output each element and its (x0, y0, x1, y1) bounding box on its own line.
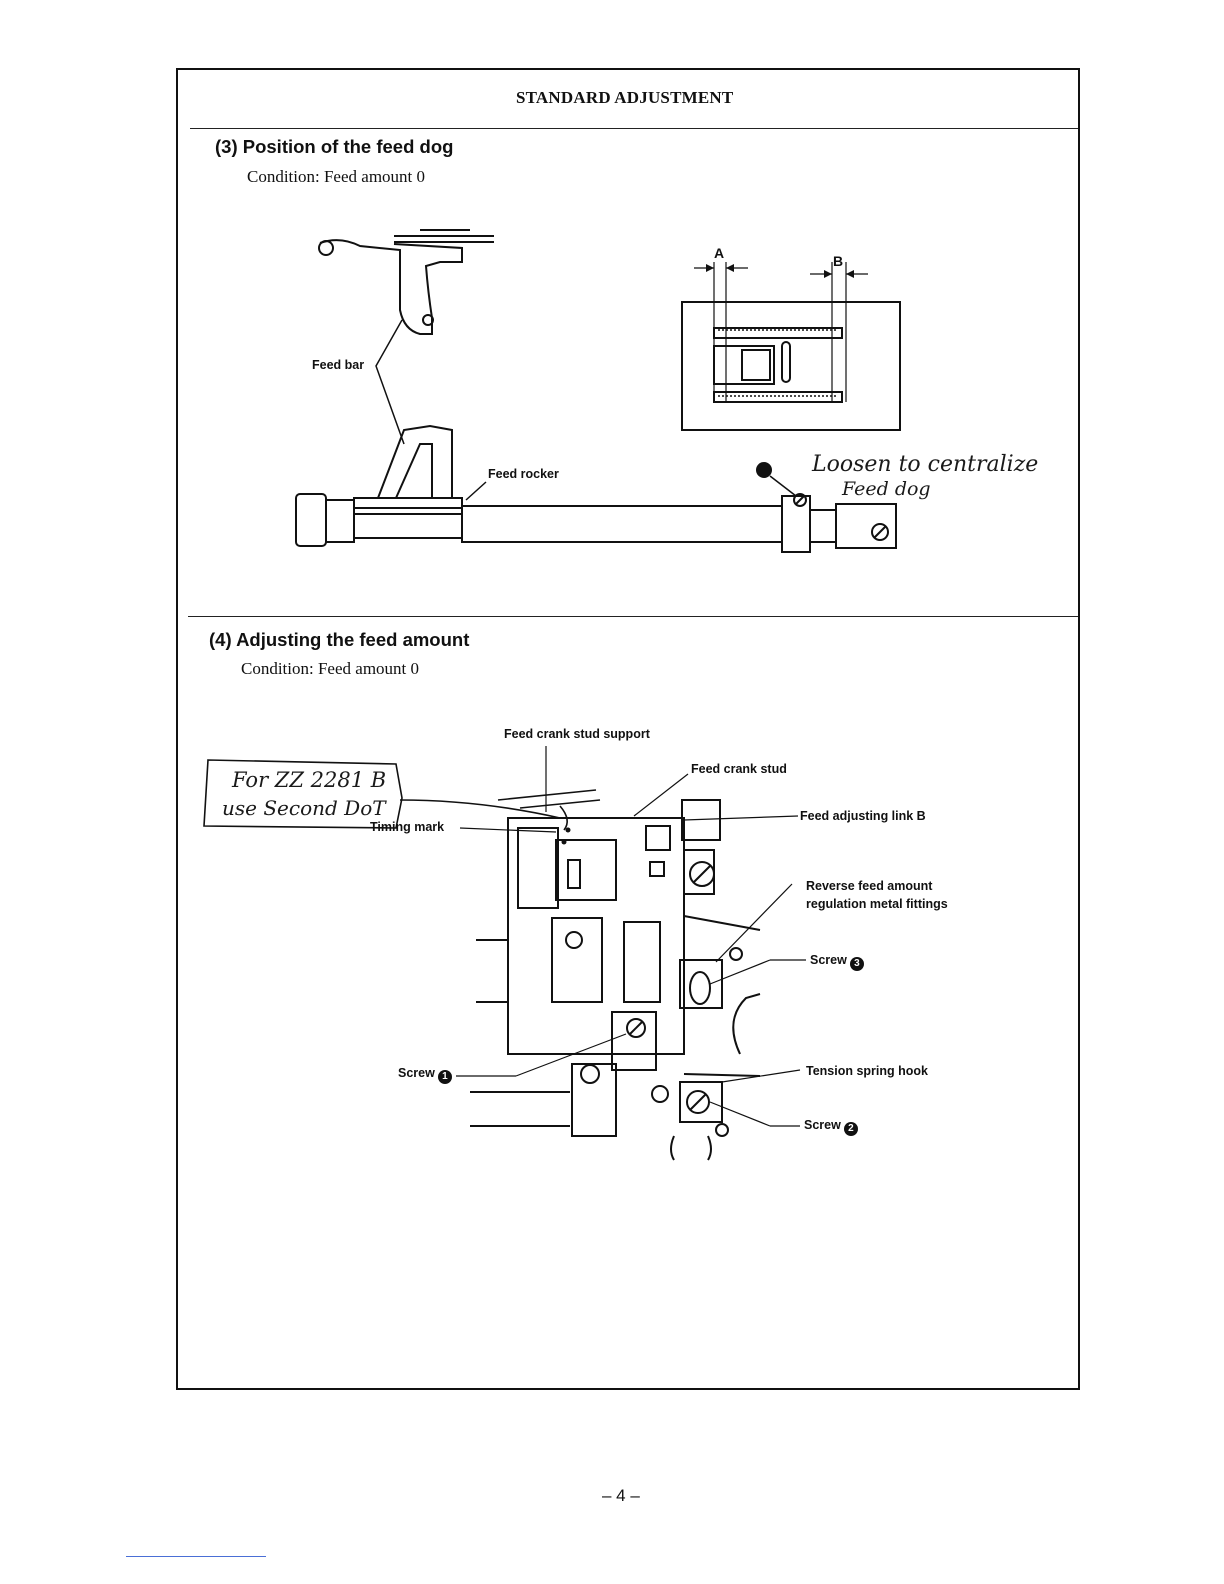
dimension-a-label: A (714, 245, 725, 261)
feed-crank-stud-label: Feed crank stud (691, 762, 787, 776)
feed-crank-stud-support-label: Feed crank stud support (504, 727, 650, 741)
reverse-feed-label-line1: Reverse feed amount (806, 879, 933, 893)
tension-spring-hook-label: Tension spring hook (806, 1064, 928, 1078)
handwritten-note-line1: Loosen to centralize (812, 452, 1039, 477)
section-divider (188, 616, 1078, 617)
section-4-condition: Condition: Feed amount 0 (241, 659, 420, 678)
screw-2-number-badge: 2 (843, 1122, 858, 1136)
header-title: STANDARD ADJUSTMENT (516, 88, 734, 107)
feed-bar-label: Feed bar (312, 358, 365, 372)
feed-rocker-label: Feed rocker (488, 467, 559, 481)
header-divider (190, 128, 1078, 129)
timing-mark-label: Timing mark (370, 820, 445, 834)
page-frame (176, 68, 1080, 1390)
screw-1-number-badge: 1 (437, 1070, 452, 1084)
screw-3-number-badge: 3 (849, 957, 864, 971)
section-4-title: (4) Adjusting the feed amount (209, 629, 470, 650)
page-number: – 4 – (602, 1486, 640, 1505)
footer-link-underline[interactable] (126, 1556, 266, 1557)
section-3-condition: Condition: Feed amount 0 (247, 167, 426, 186)
handwritten-box-line2: use Second DoT (222, 796, 386, 820)
section-3-title: (3) Position of the feed dog (215, 136, 454, 157)
handwritten-note-line2: Feed dog (842, 478, 931, 500)
feed-adjusting-link-b-label: Feed adjusting link B (800, 809, 926, 823)
reverse-feed-label-line2: regulation metal fittings (806, 897, 948, 911)
handwritten-box-line1: For ZZ 2281 B (232, 768, 387, 792)
dimension-b-label: B (833, 253, 844, 269)
